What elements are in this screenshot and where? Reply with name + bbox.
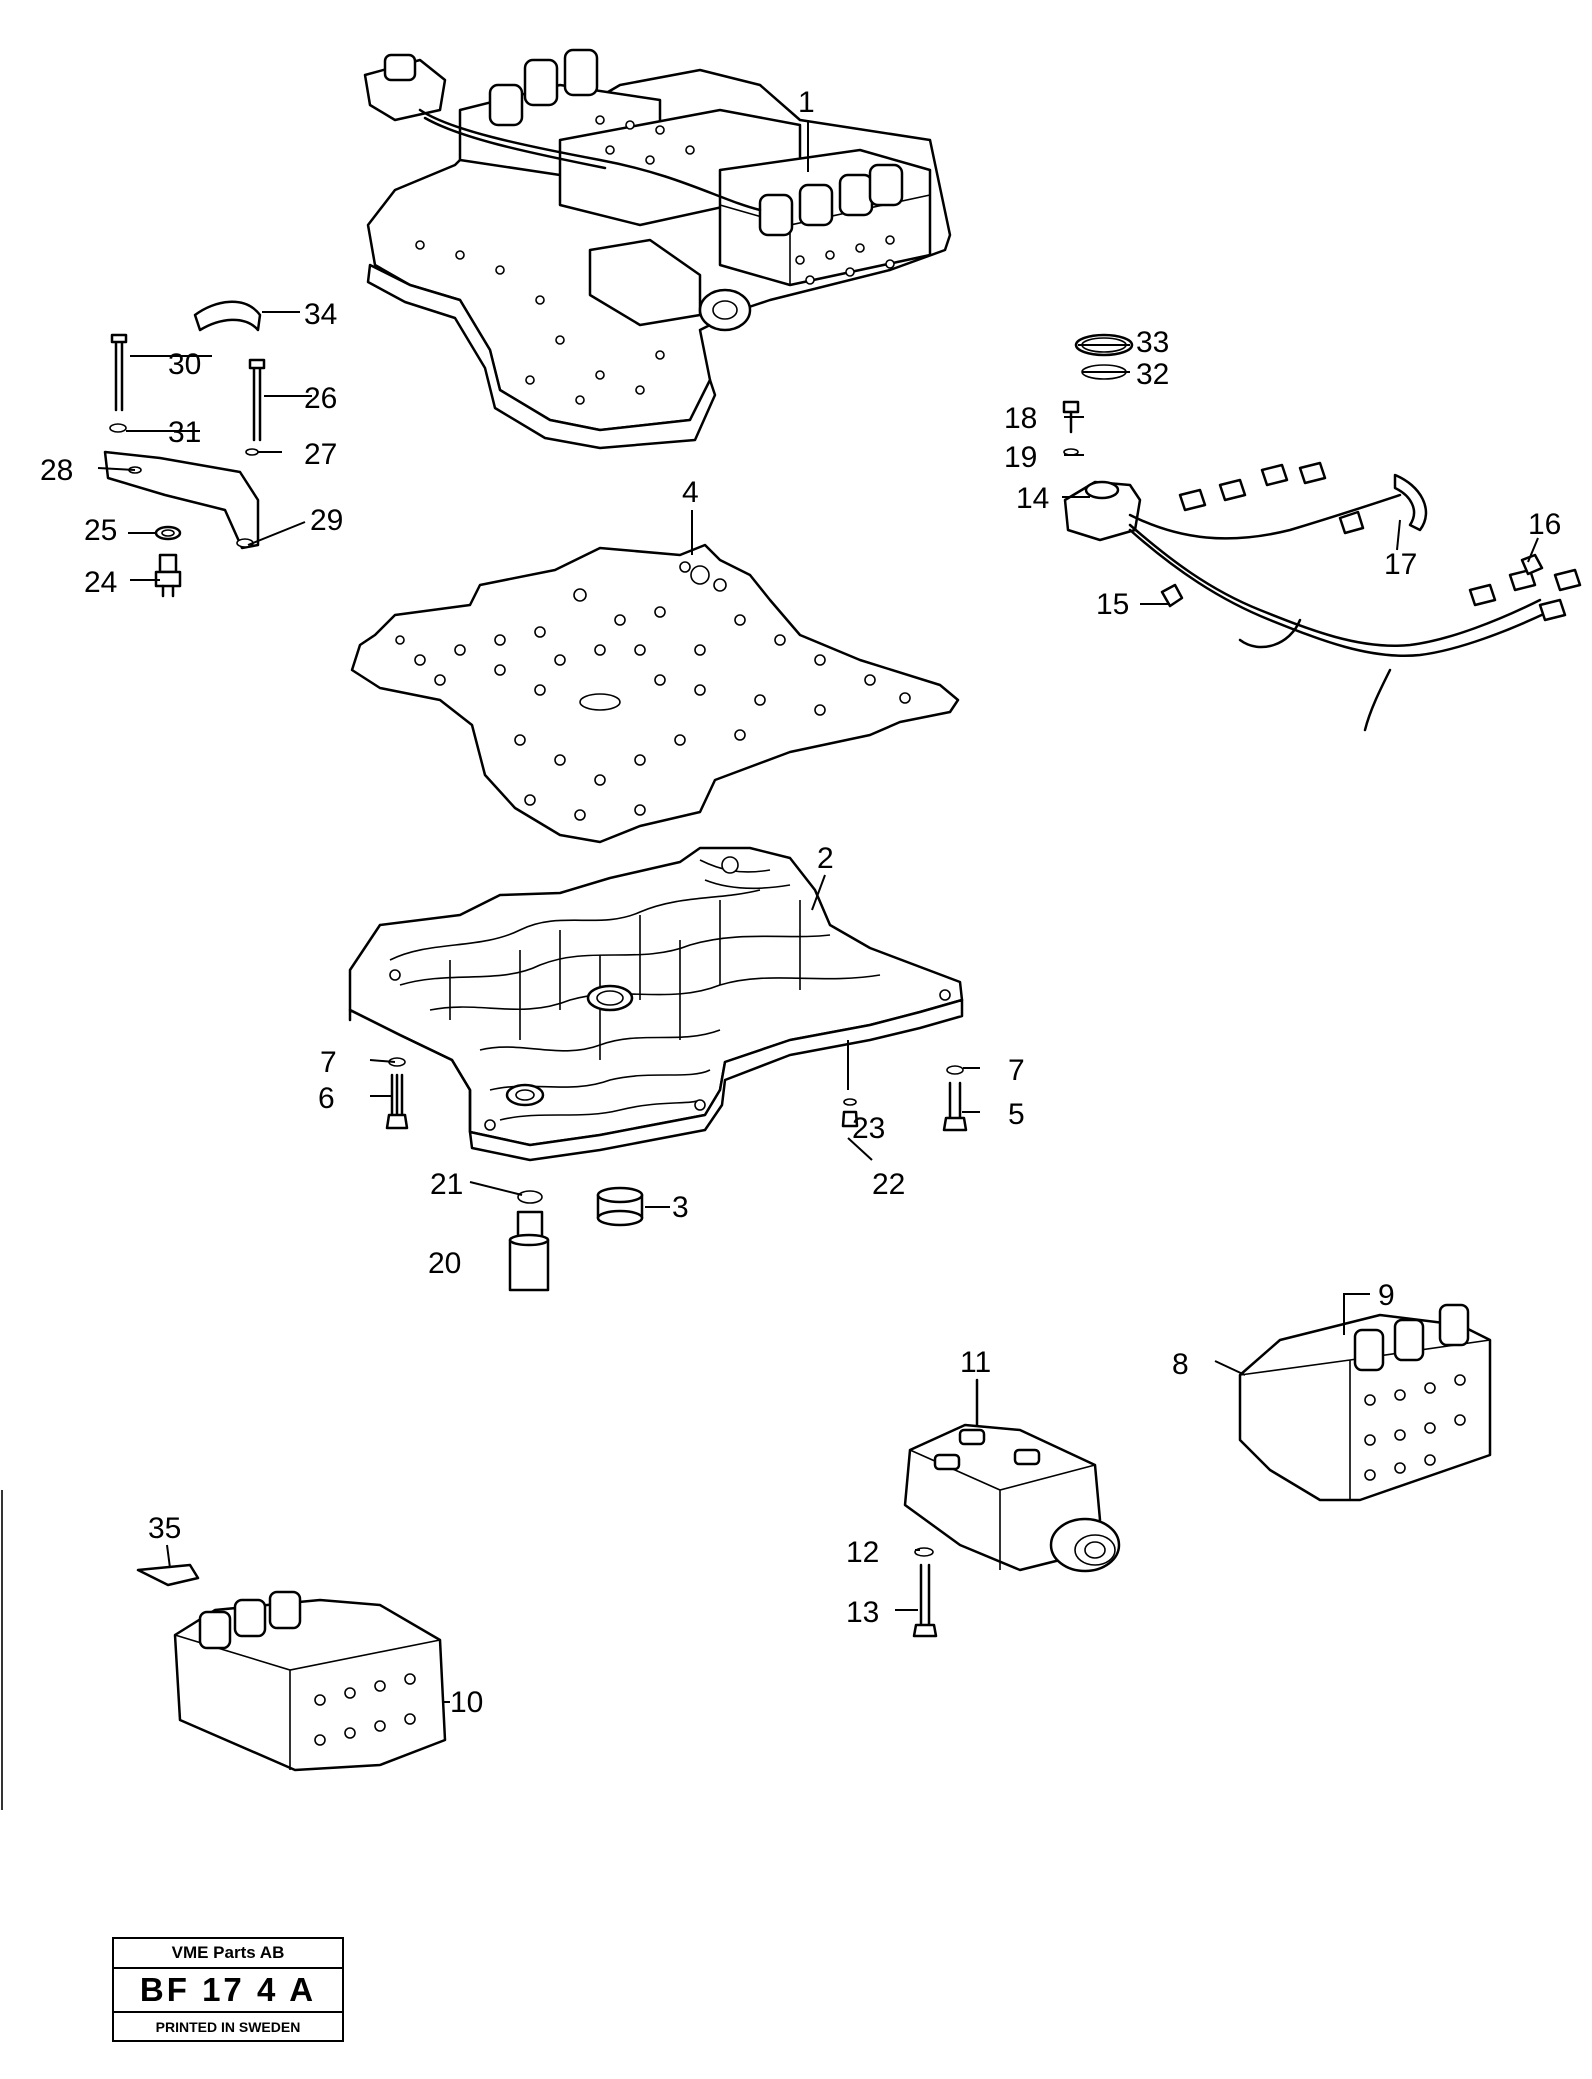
callout-25: 25 [84,514,117,547]
callout-28: 28 [40,454,73,487]
callout-12: 12 [846,1536,879,1569]
separator-plate-holes [395,561,911,821]
callout-1: 1 [798,86,815,119]
callout-35: 35 [148,1512,181,1545]
callout-29: 29 [310,504,343,537]
callout-18: 18 [1004,402,1037,435]
callout-13: 13 [846,1596,879,1629]
assembly-bolt-heads [415,115,895,405]
callout-21: 21 [430,1168,463,1201]
callout-7-left: 7 [320,1046,337,1079]
callout-3: 3 [672,1191,689,1224]
separator-plate[interactable] [350,543,960,844]
assembly-connector [363,53,762,212]
valve-housing[interactable] [348,846,964,1162]
callout-7-right: 7 [1008,1054,1025,1087]
callout-24: 24 [84,566,117,599]
wiring-harness[interactable] [1062,333,1582,732]
leader-lines [97,120,1539,1703]
bolt-6[interactable] [385,1057,409,1130]
callout-20: 20 [428,1247,461,1280]
title-block: VME Parts AB BF 17 4 A PRINTED IN SWEDEN [112,1937,344,2042]
callout-22: 22 [872,1168,905,1201]
callout-labels: 1 2 3 4 5 6 7 7 8 9 10 11 12 13 14 15 16… [40,86,1561,1719]
callout-14: 14 [1016,482,1049,515]
callout-11: 11 [960,1346,991,1379]
title-block-drawing-code: BF 17 4 A [114,1969,342,2013]
callout-27: 27 [304,438,337,471]
callout-19: 19 [1004,441,1037,474]
callout-10: 10 [450,1686,483,1719]
valve-block-8[interactable] [1238,1303,1492,1502]
plug-22-23[interactable] [841,1098,859,1128]
filter-20[interactable] [508,1190,550,1292]
valve-body-assembly[interactable] [363,48,952,450]
callout-8: 8 [1172,1348,1189,1381]
callout-33: 33 [1136,326,1169,359]
bolt-5[interactable] [942,1065,968,1132]
callout-15: 15 [1096,588,1129,621]
assembly-pressure-regulator [588,238,752,332]
callout-5: 5 [1008,1098,1025,1131]
callout-9: 9 [1378,1279,1395,1312]
title-block-printed-note: PRINTED IN SWEDEN [155,2018,301,2035]
callout-4: 4 [682,476,699,509]
callout-31: 31 [168,416,201,449]
callout-34: 34 [304,298,337,331]
title-block-company: VME Parts AB [114,1939,342,1969]
callout-2: 2 [817,842,834,875]
valve-block-10[interactable] [136,1563,447,1772]
callout-32: 32 [1136,358,1169,391]
callout-6: 6 [318,1082,335,1115]
callout-16: 16 [1528,508,1561,541]
plug-3[interactable] [596,1186,644,1227]
pressure-valve-11-13[interactable] [903,1378,1121,1638]
housing-bores [389,856,951,1131]
callout-26: 26 [304,382,337,415]
callout-30: 30 [168,348,201,381]
solenoid-valves [488,48,904,237]
callout-17: 17 [1384,548,1417,581]
callout-23: 23 [852,1112,885,1145]
